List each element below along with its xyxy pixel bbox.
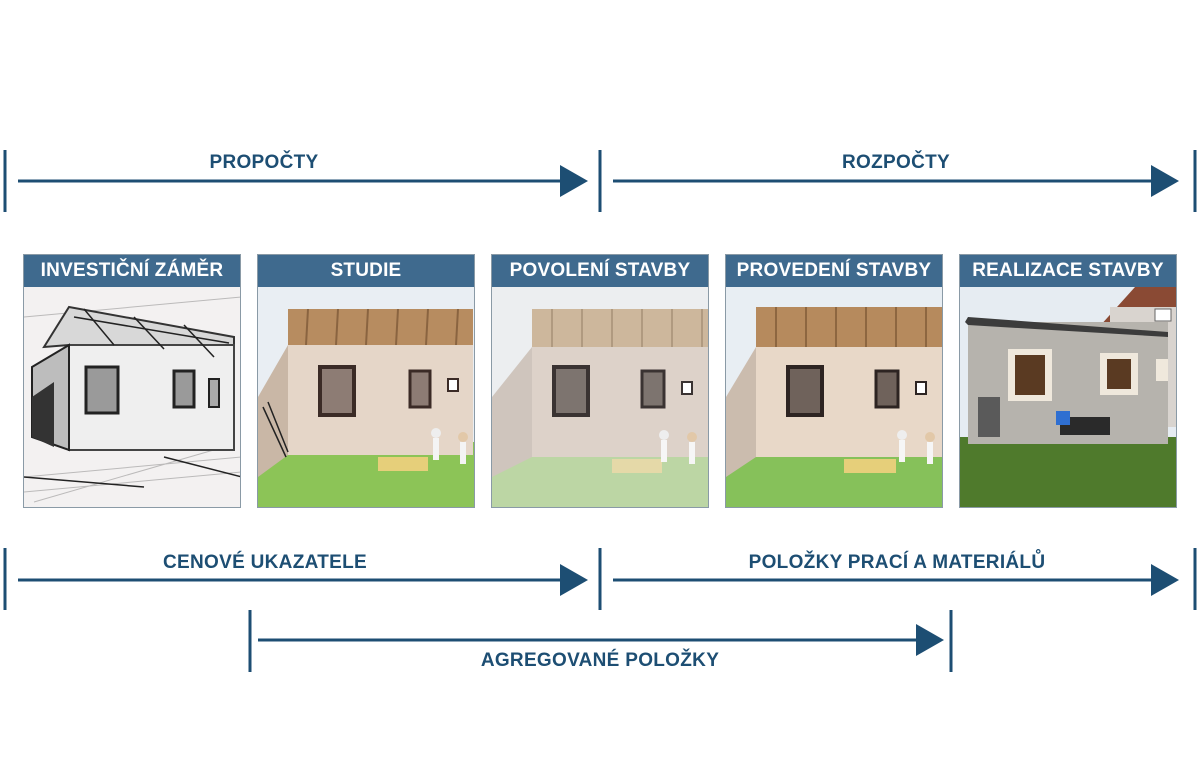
stage-provedeni-stavby: PROVEDENÍ STAVBY	[725, 254, 943, 508]
label-rozpocty: ROZPOČTY	[842, 152, 950, 173]
arrow-propocty-head	[560, 165, 588, 197]
stage-title: INVESTIČNÍ ZÁMĚR	[24, 255, 240, 287]
label-cenove-ukazatele: CENOVÉ UKAZATELE	[163, 552, 367, 573]
label-propocty: PROPOČTY	[209, 152, 319, 173]
stage-povoleni-stavby: POVOLENÍ STAVBY	[491, 254, 709, 508]
stage-title: PROVEDENÍ STAVBY	[726, 255, 942, 287]
arrow-agregovane-head	[916, 624, 944, 656]
permit-render-image	[492, 287, 708, 507]
stage-studie: STUDIE	[257, 254, 475, 508]
label-polozky-praci: POLOŽKY PRACÍ A MATERIÁLŮ	[748, 552, 1046, 573]
arrow-rozpocty-head	[1151, 165, 1179, 197]
stage-investicni-zamer: INVESTIČNÍ ZÁMĚR	[23, 254, 241, 508]
realization-photo-image	[960, 287, 1176, 507]
stage-realizace-stavby: REALIZACE STAVBY	[959, 254, 1177, 508]
sketch-house-image	[24, 287, 240, 507]
stage-title: REALIZACE STAVBY	[960, 255, 1176, 287]
arrow-polozky-head	[1151, 564, 1179, 596]
study-house-image	[258, 287, 474, 507]
stage-title: STUDIE	[258, 255, 474, 287]
label-agregovane-polozky: AGREGOVANÉ POLOŽKY	[480, 650, 720, 671]
arrow-cenove-head	[560, 564, 588, 596]
stage-title: POVOLENÍ STAVBY	[492, 255, 708, 287]
execution-render-image	[726, 287, 942, 507]
